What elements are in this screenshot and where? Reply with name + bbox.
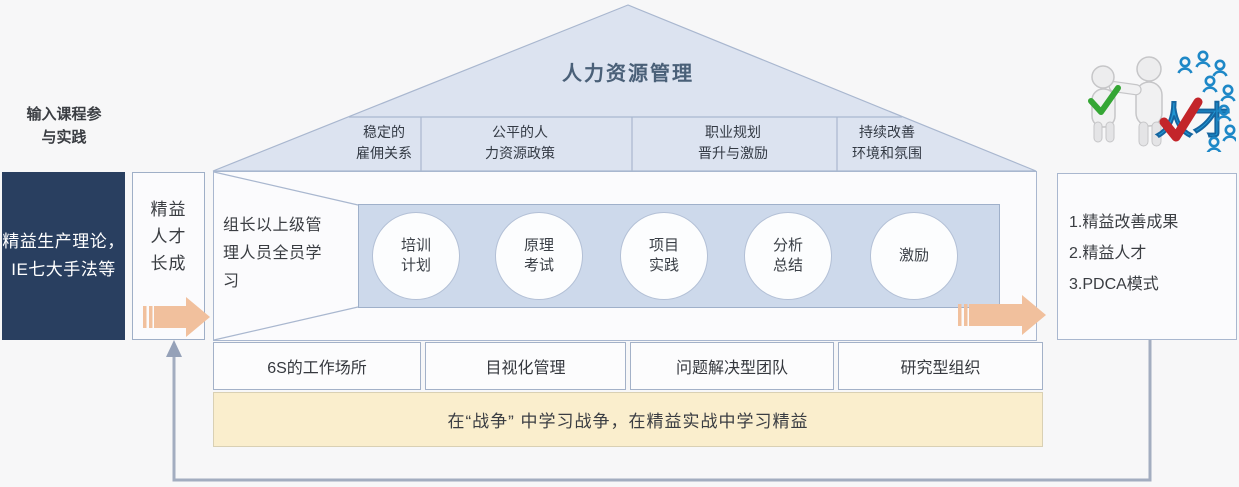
foundation-cell-6s: 6S的工作场所 bbox=[213, 342, 421, 390]
pillar-stable-employment: 稳定的 雇佣关系 bbox=[356, 124, 412, 161]
talent-network-graphic: 人才 bbox=[1088, 50, 1236, 152]
output-list: 1.精益改善成果 2.精益人才 3.PDCA模式 bbox=[1069, 207, 1234, 300]
output-item-lean-talent: 2.精益人才 bbox=[1069, 245, 1147, 262]
step-circle-training-plan: 培训 计划 bbox=[372, 212, 460, 300]
step-label: 分析 总结 bbox=[772, 237, 803, 274]
output-item-pdca-model: 3.PDCA模式 bbox=[1069, 276, 1159, 293]
input-caption: 输入课程参 与实践 bbox=[26, 106, 102, 147]
step-label: 原理 考试 bbox=[523, 237, 554, 274]
training-scope-label: 组长以上级管 理人员全员学 习 bbox=[223, 217, 323, 290]
feedback-arrowhead-up-icon bbox=[166, 340, 182, 357]
person-figures-icon bbox=[1088, 56, 1163, 147]
base-slogan-text: 在“战争” 中学习战争，在精益实战中学习精益 bbox=[447, 412, 809, 431]
foundation-label: 问题解决型团队 bbox=[675, 360, 788, 377]
foundation-cell-problem-solving-team: 问题解决型团队 bbox=[630, 342, 834, 390]
step-label: 培训 计划 bbox=[400, 237, 431, 274]
red-check-icon bbox=[1159, 97, 1203, 142]
foundation-label: 目视化管理 bbox=[485, 360, 566, 377]
step-circle-principle-exam: 原理 考试 bbox=[495, 212, 583, 300]
output-result-box bbox=[1057, 173, 1237, 340]
step-label: 项目 实践 bbox=[648, 237, 679, 274]
green-check-icon bbox=[1088, 85, 1121, 115]
step-circle-project-practice: 项目 实践 bbox=[620, 212, 708, 300]
foundation-cell-research-organization: 研究型组织 bbox=[838, 342, 1043, 390]
talent-characters: 人才 bbox=[1155, 101, 1231, 143]
step-circle-analysis-summary: 分析 总结 bbox=[744, 212, 832, 300]
talent-growth-label: 精益 人才 长成 bbox=[150, 200, 187, 273]
step-label: 激励 bbox=[898, 247, 929, 264]
input-theory-text: 精益生产理论， IE七大手法等 bbox=[2, 231, 125, 279]
base-slogan-band: 在“战争” 中学习战争，在精益实战中学习精益 bbox=[213, 392, 1043, 447]
pillar-continuous-improvement: 持续改善 环境和氛围 bbox=[852, 124, 922, 161]
pillar-fair-hr-policy: 公平的人 力资源政策 bbox=[485, 124, 555, 161]
foundation-label: 研究型组织 bbox=[900, 360, 981, 377]
output-item-improvement-results: 1.精益改善成果 bbox=[1069, 214, 1179, 231]
input-theory-box: 精益生产理论， IE七大手法等 bbox=[2, 172, 125, 340]
step-circle-incentive: 激励 bbox=[870, 212, 958, 300]
roof-title: 人力资源管理 bbox=[562, 63, 694, 85]
foundation-label: 6S的工作场所 bbox=[267, 360, 367, 377]
foundation-cell-visual-management: 目视化管理 bbox=[425, 342, 626, 390]
pillar-career-incentive: 职业规划 晋升与激励 bbox=[698, 124, 768, 161]
